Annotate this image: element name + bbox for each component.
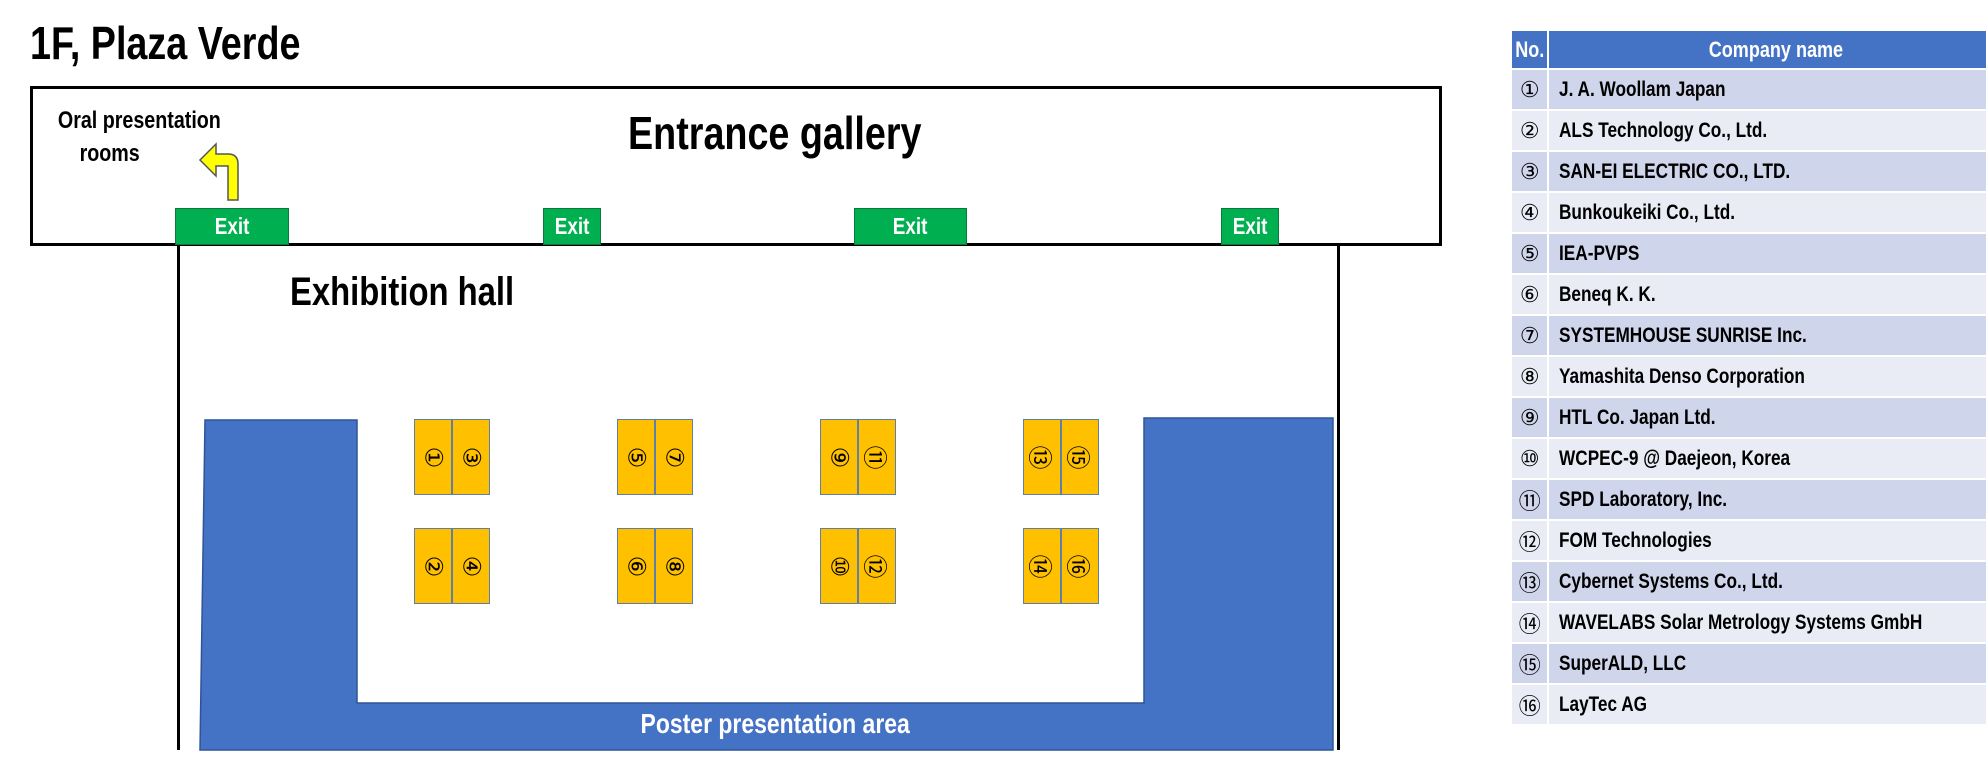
booth-13: ⑬ xyxy=(1023,419,1061,495)
company-name: HTL Co. Japan Ltd. xyxy=(1549,398,1986,439)
exit-door: Exit xyxy=(543,208,601,245)
company-name: SuperALD, LLC xyxy=(1549,644,1986,685)
company-name: SPD Laboratory, Inc. xyxy=(1549,480,1986,521)
booth-1: ① xyxy=(414,419,452,495)
row-number: ⑨ xyxy=(1512,398,1550,439)
booth-5: ⑤ xyxy=(617,419,655,495)
row-number: ⑥ xyxy=(1512,275,1550,316)
company-name: WCPEC-9 @ Daejeon, Korea xyxy=(1549,439,1986,480)
company-name: Bunkoukeiki Co., Ltd. xyxy=(1549,193,1986,234)
exit-door: Exit xyxy=(854,208,967,245)
booth-4: ④ xyxy=(452,528,490,604)
booth-10: ⑩ xyxy=(820,528,858,604)
header-company-name: Company name xyxy=(1549,31,1986,70)
booth-15: ⑮ xyxy=(1061,419,1099,495)
entrance-gallery-label: Entrance gallery xyxy=(628,107,922,159)
booth-3: ③ xyxy=(452,419,490,495)
company-name: FOM Technologies xyxy=(1549,521,1986,562)
company-name: J. A. Woollam Japan xyxy=(1549,70,1986,111)
exhibition-hall-label: Exhibition hall xyxy=(290,270,515,314)
row-number: ① xyxy=(1512,70,1550,111)
company-name: SAN-EI ELECTRIC CO., LTD. xyxy=(1549,152,1986,193)
oral-label-line2: rooms xyxy=(79,140,141,167)
row-number: ④ xyxy=(1512,193,1550,234)
company-name: WAVELABS Solar Metrology Systems GmbH xyxy=(1549,603,1986,644)
entrance-gallery xyxy=(30,86,1442,246)
row-number: ⑬ xyxy=(1512,562,1550,603)
company-name: LayTec AG xyxy=(1549,685,1986,726)
hall-right-wall xyxy=(1337,246,1340,750)
exit-door: Exit xyxy=(175,208,289,245)
exit-door: Exit xyxy=(1221,208,1279,245)
company-name: Beneq K. K. xyxy=(1549,275,1986,316)
row-number: ⑮ xyxy=(1512,644,1550,685)
table-header-row: No. Company name xyxy=(1512,31,1986,70)
row-number: ⑫ xyxy=(1512,521,1550,562)
hall-left-wall xyxy=(177,246,180,750)
row-number: ⑧ xyxy=(1512,357,1550,398)
booth-16: ⑯ xyxy=(1061,528,1099,604)
company-name: Yamashita Denso Corporation xyxy=(1549,357,1986,398)
booth-8: ⑧ xyxy=(655,528,693,604)
arrow-up-left-icon xyxy=(198,142,239,201)
row-number: ③ xyxy=(1512,152,1550,193)
booth-14: ⑭ xyxy=(1023,528,1061,604)
company-name: ALS Technology Co., Ltd. xyxy=(1549,111,1986,152)
oral-presentation-label: Oral presentation rooms xyxy=(40,104,221,170)
booth-2: ② xyxy=(414,528,452,604)
booth-11: ⑪ xyxy=(858,419,896,495)
row-number: ⑦ xyxy=(1512,316,1550,357)
company-name: IEA-PVPS xyxy=(1549,234,1986,275)
row-number: ⑩ xyxy=(1512,439,1550,480)
booth-9: ⑨ xyxy=(820,419,858,495)
poster-presentation-label: Poster presentation area xyxy=(640,708,910,739)
row-number: ⑭ xyxy=(1512,603,1550,644)
row-number: ⑯ xyxy=(1512,685,1550,726)
booth-6: ⑥ xyxy=(617,528,655,604)
header-no: No. xyxy=(1512,31,1550,70)
page-title: 1F, Plaza Verde xyxy=(30,17,301,69)
company-name: Cybernet Systems Co., Ltd. xyxy=(1549,562,1986,603)
row-number: ⑪ xyxy=(1512,480,1550,521)
booth-12: ⑫ xyxy=(858,528,896,604)
booth-7: ⑦ xyxy=(655,419,693,495)
oral-label-line1: Oral presentation xyxy=(57,107,221,134)
row-number: ② xyxy=(1512,111,1550,152)
company-name: SYSTEMHOUSE SUNRISE Inc. xyxy=(1549,316,1986,357)
row-number: ⑤ xyxy=(1512,234,1550,275)
